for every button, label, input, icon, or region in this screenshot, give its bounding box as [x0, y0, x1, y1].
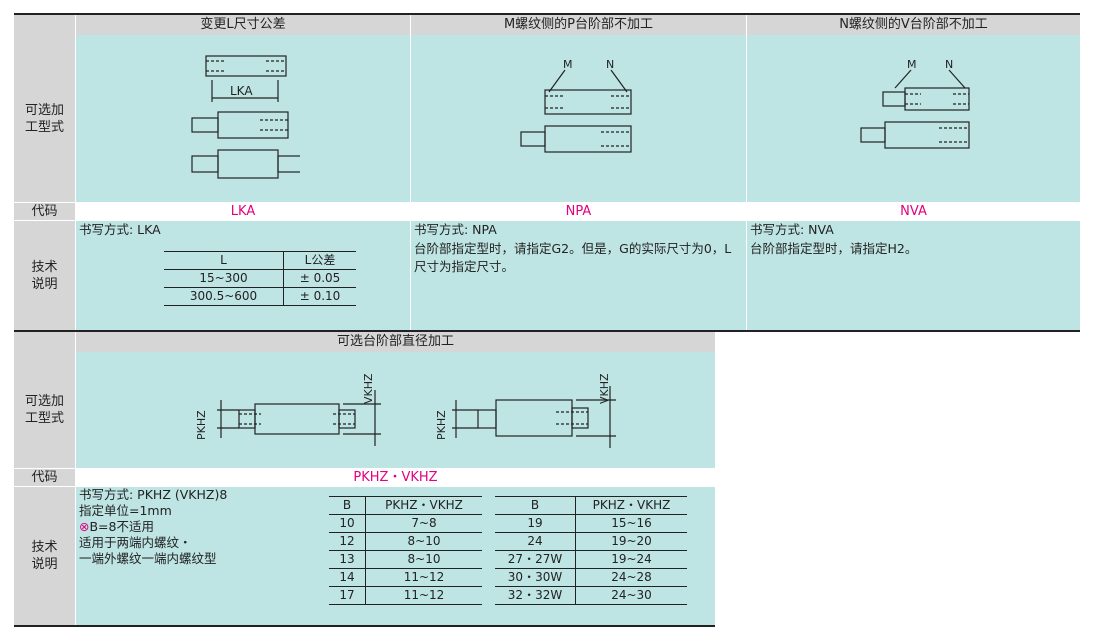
npa-note: 台阶部指定型时，请指定G2。但是，G的实际尺寸为0，L尺寸为指定尺寸。	[414, 241, 732, 274]
nva-note: 台阶部指定型时，请指定H2。	[750, 241, 918, 256]
lka-table-cell: 300.5~600	[164, 287, 284, 306]
t1-cell: 13	[329, 550, 366, 569]
pkhz-diagram-2-icon	[452, 386, 616, 448]
diagram-pkhz-cell	[76, 352, 715, 468]
npa-diagram-icon	[520, 69, 632, 153]
code-pkhz-vkhz: PKHZ・VKHZ	[76, 469, 715, 486]
lka-table-cell: ± 0.05	[283, 269, 356, 288]
row-label-code: 代码	[14, 203, 75, 220]
code-nva: NVA	[747, 203, 1080, 220]
t2-head-b: B	[495, 496, 576, 515]
cross-circle-icon: ⊗	[79, 519, 90, 534]
pkhz-applicable: 适用于两端内螺纹・	[79, 535, 192, 550]
nva-write-method: 书写方式: NVA	[750, 222, 834, 237]
pkhz-diagram-1-icon	[217, 390, 381, 446]
desc-nva-cell: 书写方式: NVA 台阶部指定型时，请指定H2。	[747, 221, 1080, 330]
nva-label-n: N	[945, 58, 954, 71]
t1-cell: 8~10	[365, 532, 482, 551]
row-label-options-2: 可选加 工型式	[14, 352, 75, 468]
t1-head-range: PKHZ・VKHZ	[365, 496, 482, 515]
lka-table-head-l: L	[164, 251, 284, 270]
code-lka: LKA	[76, 203, 410, 220]
pkhz-exclusion: ⊗B=8不适用	[79, 519, 154, 534]
t1-head-b: B	[329, 496, 366, 515]
nva-label-m: M	[907, 58, 917, 71]
lka-diagram-label: LKA	[230, 84, 253, 98]
desc-pkhz-cell: 书写方式: PKHZ (VKHZ)8 指定单位=1mm ⊗B=8不适用 适用于两…	[76, 487, 715, 625]
pkhz-label-1: PKHZ	[195, 410, 208, 440]
code-npa: NPA	[411, 203, 746, 220]
t1-cell: 11~12	[365, 568, 482, 587]
row-label-desc-2: 技术 说明	[14, 487, 75, 625]
t2-cell: 24	[495, 532, 576, 551]
header-step-diameter: 可选台阶部直径加工	[76, 332, 715, 352]
header-nva: N螺纹侧的V台阶部不加工	[747, 15, 1080, 35]
t1-cell: 8~10	[365, 550, 482, 569]
t2-cell: 24~28	[575, 568, 687, 587]
vkhz-label-2: VKHZ	[598, 373, 611, 404]
t2-head-range: PKHZ・VKHZ	[575, 496, 687, 515]
top-bottom-border	[14, 330, 1080, 332]
t2-cell: 27・27W	[495, 550, 576, 569]
pkhz-write-method: 书写方式: PKHZ (VKHZ)8	[79, 487, 228, 502]
t1-cell: 7~8	[365, 514, 482, 533]
diagram-lka-cell	[76, 35, 410, 202]
row-label-desc: 技术 说明	[14, 221, 75, 330]
corner-header-2	[14, 332, 75, 352]
desc-npa-cell: 书写方式: NPA 台阶部指定型时，请指定G2。但是，G的实际尺寸为0，L尺寸为…	[411, 221, 746, 330]
top-border	[14, 13, 1080, 15]
row-label-code-2: 代码	[14, 469, 75, 486]
t2-cell: 32・32W	[495, 586, 576, 605]
t1-cell: 14	[329, 568, 366, 587]
pkhz-unit: 指定单位=1mm	[79, 503, 172, 518]
t1-cell: 17	[329, 586, 366, 605]
npa-label-m: M	[563, 58, 573, 71]
t2-cell: 19~20	[575, 532, 687, 551]
lka-diagram-icon	[191, 55, 300, 179]
t2-cell: 24~30	[575, 586, 687, 605]
lka-write-method: 书写方式: LKA	[79, 222, 161, 237]
t2-cell: 30・30W	[495, 568, 576, 587]
npa-write-method: 书写方式: NPA	[414, 222, 497, 237]
pkhz-notes: 书写方式: PKHZ (VKHZ)8 指定单位=1mm ⊗B=8不适用 适用于两…	[79, 487, 227, 567]
lka-table-head-tol: L公差	[283, 251, 356, 270]
header-lka: 变更L尺寸公差	[76, 15, 410, 35]
nva-diagram-icon	[860, 69, 970, 149]
pkhz-label-2: PKHZ	[435, 410, 448, 440]
lka-table-cell: 15~300	[164, 269, 284, 288]
t1-cell: 10	[329, 514, 366, 533]
bottom-border	[14, 625, 715, 627]
diagram-nva-cell	[747, 35, 1080, 202]
diagram-npa-cell	[411, 35, 746, 202]
t2-cell: 19~24	[575, 550, 687, 569]
pkhz-applicable-2: 一端外螺纹一端内螺纹型	[79, 551, 217, 566]
vkhz-label-1: VKHZ	[362, 373, 375, 404]
t1-cell: 12	[329, 532, 366, 551]
t1-cell: 11~12	[365, 586, 482, 605]
header-npa: M螺纹侧的P台阶部不加工	[411, 15, 746, 35]
lka-table-cell: ± 0.10	[283, 287, 356, 306]
row-label-options: 可选加 工型式	[14, 35, 75, 202]
corner-header	[14, 15, 75, 35]
t2-cell: 19	[495, 514, 576, 533]
npa-label-n: N	[606, 58, 615, 71]
t2-cell: 15~16	[575, 514, 687, 533]
